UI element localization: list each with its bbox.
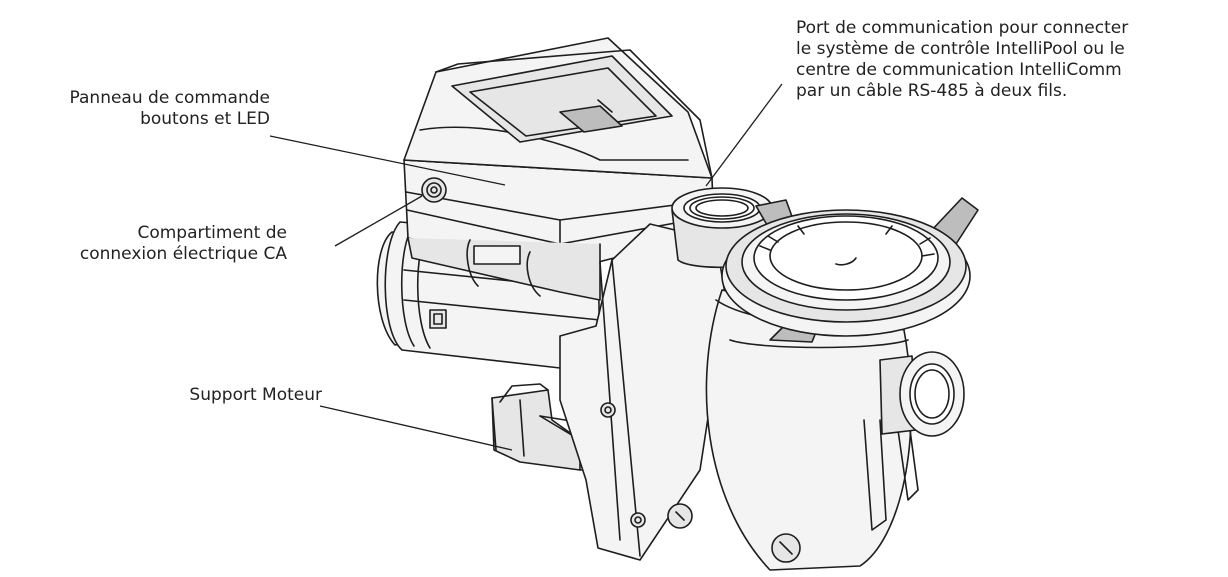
callout-ac-compartment-line-1: Compartiment de [137,223,287,243]
callout-control-panel-line-2: boutons et LED [140,109,270,129]
leader-comm-port [705,83,783,187]
leader-ac-compartment [334,195,423,247]
callout-control-panel-line-1: Panneau de commande [69,88,270,108]
callout-ac-compartment-line-2: connexion électrique CA [79,244,287,264]
callout-comm-port: Port de communication pour connecter le … [796,18,1128,102]
discharge-port [879,351,965,437]
callout-comm-port-line-1: Port de communication pour connecter [796,18,1129,38]
callout-comm-port-line-4: par un câble RS-485 à deux fils. [796,81,1068,101]
callout-comm-port-line-2: le système de contrôle IntelliPool ou le [796,39,1125,59]
leader-motor-support [319,405,513,451]
leader-control-panel [269,135,506,186]
drive-lid [403,37,713,179]
callout-motor-support: Support Moteur [189,385,322,406]
callout-ac-compartment: Compartiment de connexion électrique CA [80,223,287,265]
pump-volute [559,223,727,561]
callout-comm-port-line-3: centre de communication IntelliComm [796,60,1122,80]
callout-control-panel: Panneau de commande boutons et LED [70,88,270,130]
callout-motor-support-line-1: Support Moteur [189,385,322,405]
strainer-lid [721,197,979,343]
leader-lines [269,83,783,451]
